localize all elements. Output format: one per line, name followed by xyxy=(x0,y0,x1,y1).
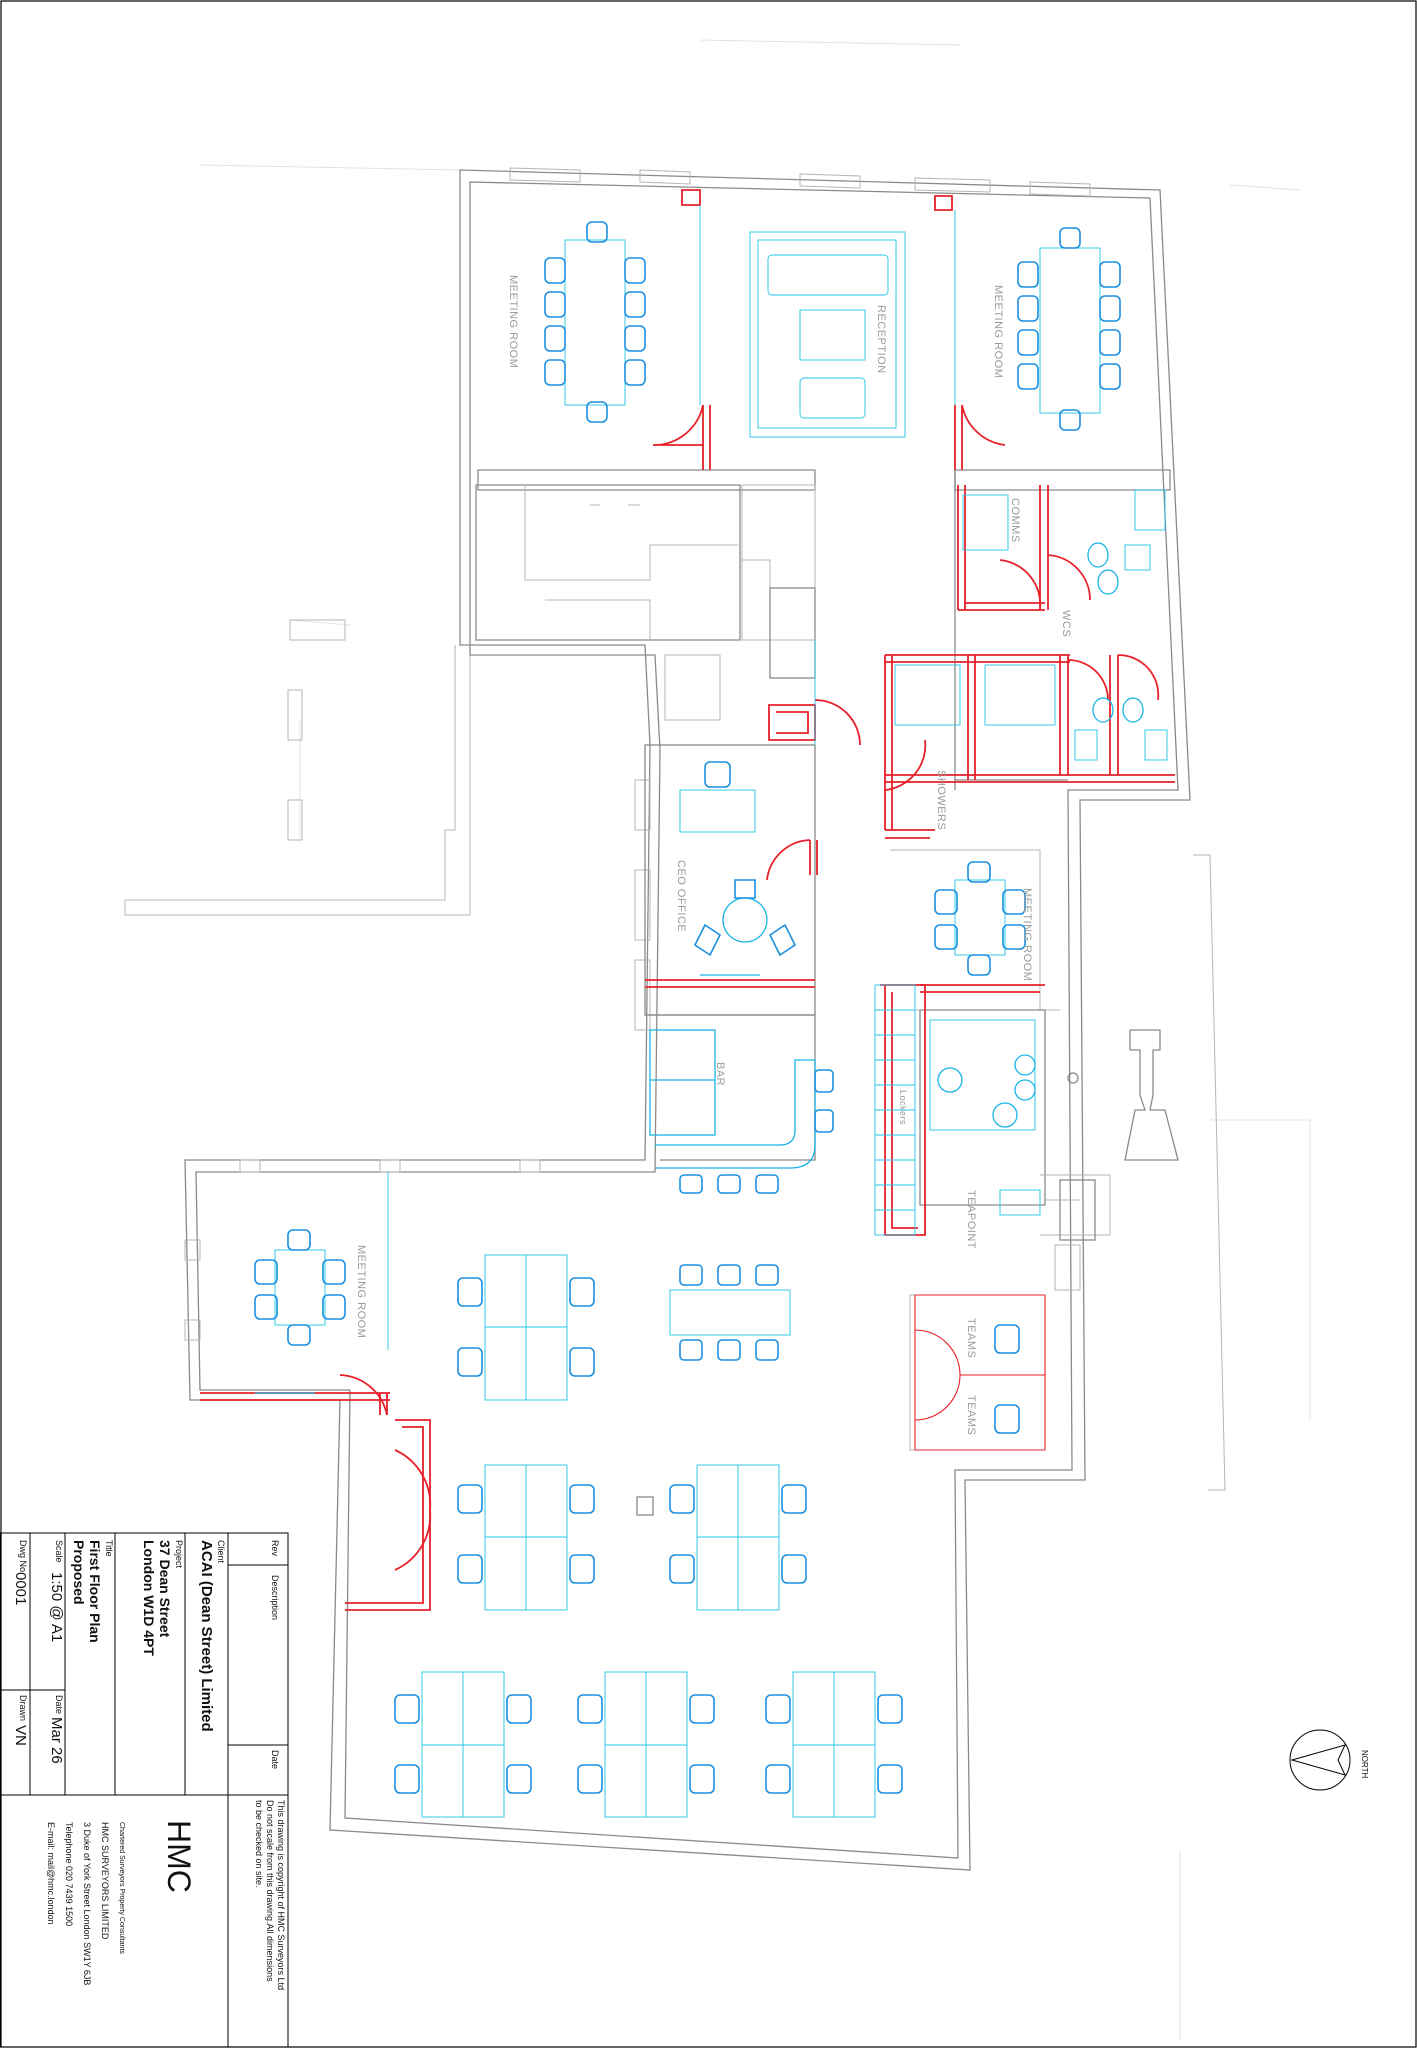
copyright-line1: This drawing is copyright of HMC Surveyo… xyxy=(276,1800,286,1990)
meeting-room-d: MEETING ROOM xyxy=(254,1172,389,1394)
partitions xyxy=(475,469,1171,1451)
date-value: Mar 26 xyxy=(48,1717,65,1764)
date-column-label: Date xyxy=(270,1750,280,1769)
room-label-wcs: WCS xyxy=(1060,610,1072,637)
meeting-chairs xyxy=(1017,227,1121,431)
room-label-bar: BAR xyxy=(714,1062,726,1086)
title-block: Rev Description Date Client ACAI (Dean S… xyxy=(0,1532,289,2048)
meeting-chairs xyxy=(544,221,646,423)
sink-icon xyxy=(1014,1054,1036,1076)
desk-cluster xyxy=(577,1671,715,1818)
reception: RECEPTION xyxy=(699,205,956,438)
bar-area: BAR xyxy=(649,1029,834,1194)
long-table xyxy=(669,1264,791,1361)
company-name: HMC SURVEYORS LIMITED xyxy=(100,1822,110,1940)
drawing-title-line1: First Floor Plan xyxy=(87,1540,103,1643)
open-plan-desks xyxy=(394,1254,903,1818)
ceo-office: CEO OFFICE xyxy=(675,640,816,976)
basin-icon xyxy=(1097,569,1119,595)
description-label: Description xyxy=(270,1575,280,1620)
room-label-comms: COMMS xyxy=(1009,498,1021,543)
drawn-label: Drawn xyxy=(18,1695,28,1721)
room-label-teams-a: TEAMS xyxy=(965,1318,977,1358)
drawn-value: VN xyxy=(12,1725,29,1746)
basin-icon xyxy=(1122,697,1144,723)
coffee-table xyxy=(799,309,866,361)
north-arrow: NORTH xyxy=(1289,1729,1369,1791)
compass-icon xyxy=(1289,1729,1351,1791)
room-label-meeting-b: MEETING ROOM xyxy=(992,285,1004,378)
company-address: 3 Duke of York Street London SW1Y 6JB xyxy=(82,1822,92,1985)
external-plant xyxy=(1059,1029,1179,1241)
person-icon xyxy=(992,1102,1018,1128)
teams-booths: TEAMS TEAMS xyxy=(965,1318,1020,1435)
project-address-line2: London W1D 4PT xyxy=(141,1540,157,1656)
company-tagline: Chartered Surveyors Property Consultants xyxy=(118,1822,125,1954)
room-label-showers: SHOWERS xyxy=(935,770,947,830)
basin-icon xyxy=(1092,697,1114,723)
date-label: Date xyxy=(54,1695,64,1714)
meeting-room-b: MEETING ROOM xyxy=(992,227,1121,431)
desk-chair xyxy=(704,761,731,788)
hmc-logo: HMC xyxy=(161,1820,197,1893)
room-label-ceo-office: CEO OFFICE xyxy=(675,860,687,932)
dwg-no-label: Dwg No xyxy=(18,1540,28,1572)
lockers xyxy=(874,984,916,1236)
title-label: Title xyxy=(104,1540,114,1557)
sofa-icon xyxy=(767,254,889,296)
meeting-room-c: MEETING ROOM xyxy=(934,861,1033,981)
room-label-reception: RECEPTION xyxy=(875,305,887,374)
booth-chair xyxy=(994,1404,1020,1434)
dwg-no-value: 0001 xyxy=(12,1572,29,1605)
meeting-room-a: MEETING ROOM xyxy=(507,221,646,423)
round-table xyxy=(722,897,768,943)
sink-icon xyxy=(1014,1079,1036,1101)
room-label-teams-b: TEAMS xyxy=(965,1395,977,1435)
desk-cluster xyxy=(394,1671,532,1818)
building-outline xyxy=(184,167,1191,1871)
sofa-icon xyxy=(799,377,866,419)
person-icon xyxy=(937,1067,963,1093)
desk-cluster xyxy=(669,1464,807,1611)
bar-stools xyxy=(679,1069,834,1194)
scale-label: Scale xyxy=(54,1540,64,1563)
project-address-line1: 37 Dean Street xyxy=(157,1540,173,1638)
copyright-line2: Do not scale from this drawing.All dimen… xyxy=(265,1800,275,1982)
room-label-meeting-c: MEETING ROOM xyxy=(1021,888,1033,981)
meeting-chairs xyxy=(254,1229,346,1346)
north-label: NORTH xyxy=(1360,1750,1369,1779)
company-telephone: Telephone 020 7439 1500 xyxy=(64,1822,74,1926)
meeting-chairs xyxy=(934,861,1026,976)
context-outlines xyxy=(124,39,1311,2040)
scale-value: 1:50 @ A1 xyxy=(48,1572,65,1642)
room-label-teapoint: TEAPOINT xyxy=(965,1190,977,1249)
bar-counter xyxy=(649,1029,716,1136)
ceo-desk xyxy=(679,789,756,833)
basin-icon xyxy=(1087,542,1109,568)
wc-showers-area: COMMS WCS SHOWERS xyxy=(894,489,1168,830)
drawing-title-line2: Proposed xyxy=(71,1540,87,1605)
desk-cluster xyxy=(765,1671,903,1818)
desk-cluster xyxy=(457,1254,595,1401)
client-name: ACAI (Dean Street) Limited xyxy=(198,1540,215,1732)
round-table-chairs xyxy=(693,879,797,957)
new-partitions-red xyxy=(200,189,1175,1611)
booth-chair xyxy=(994,1324,1020,1354)
client-label: Client xyxy=(216,1540,226,1564)
lockers-teapoint: Lockers TEAPOINT xyxy=(874,984,1041,1249)
company-email: E-mail: mail@hmc.london xyxy=(46,1822,56,1925)
room-label-meeting-a: MEETING ROOM xyxy=(507,275,519,368)
project-label: Project xyxy=(174,1540,184,1569)
meeting-table xyxy=(564,239,626,406)
rev-label: Rev xyxy=(270,1540,280,1557)
copyright-line3: to be checked on site. xyxy=(254,1800,264,1888)
room-label-lockers: Lockers xyxy=(898,1090,908,1125)
room-label-meeting-d: MEETING ROOM xyxy=(355,1245,367,1338)
desk-cluster xyxy=(457,1464,595,1611)
column xyxy=(636,1496,654,1516)
